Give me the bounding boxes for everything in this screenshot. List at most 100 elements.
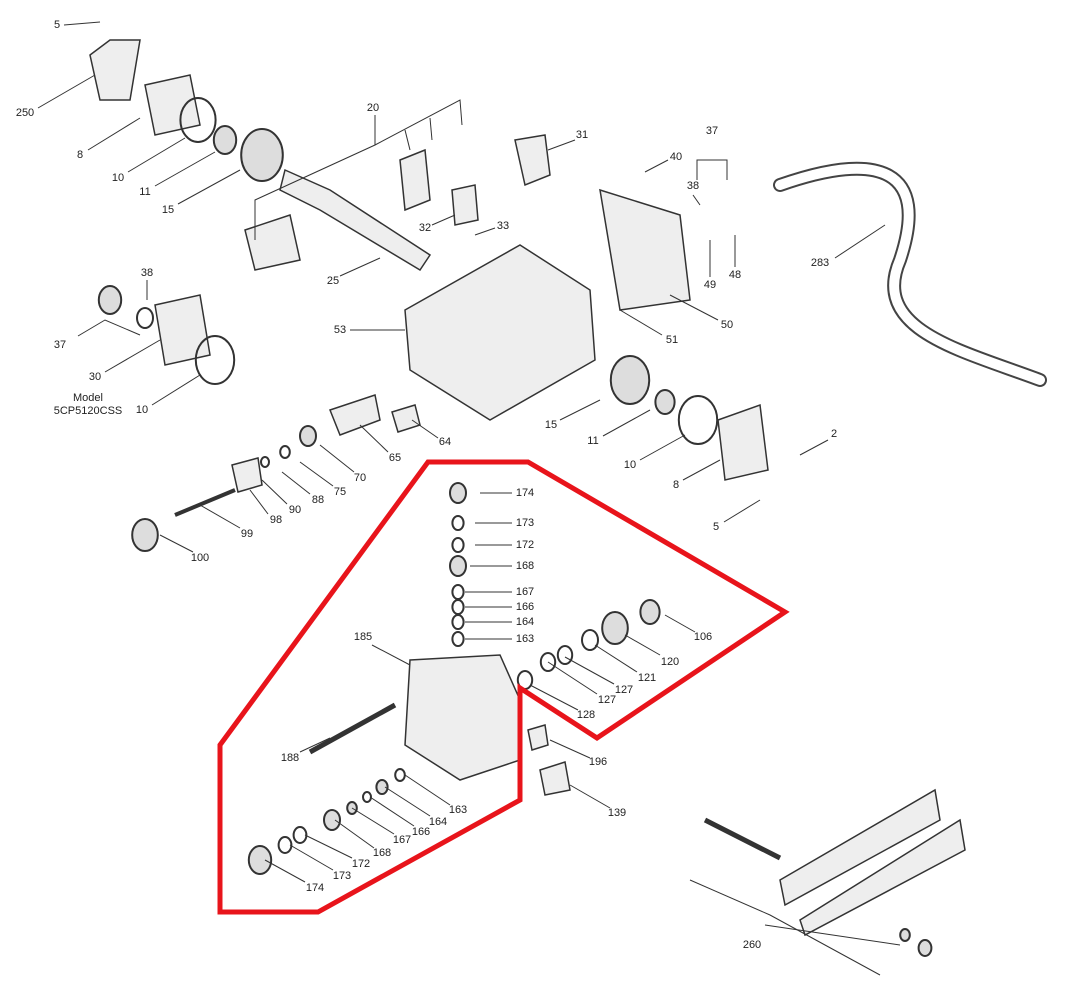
part-label-167: 167 — [515, 586, 535, 598]
leader-line — [304, 834, 353, 859]
leader-line — [594, 644, 638, 673]
plug-part — [539, 761, 571, 796]
part-label-64: 64 — [438, 436, 452, 448]
leader-line — [411, 419, 439, 439]
leader-line — [319, 444, 355, 473]
rear-cover-part — [599, 188, 691, 311]
bracket-20 — [429, 117, 433, 141]
bearing-flange-part — [144, 74, 201, 136]
part-label-250: 250 — [15, 107, 35, 119]
bracket-20 — [404, 129, 411, 151]
hose-inner — [775, 163, 1045, 385]
part-label-283: 283 — [810, 257, 830, 269]
leader-line — [669, 294, 719, 321]
leader-line — [834, 224, 886, 259]
bracket-20 — [374, 99, 463, 146]
part-label-5: 5 — [53, 19, 61, 31]
part-label-38: 38 — [686, 180, 700, 192]
part-label-40: 40 — [669, 151, 683, 163]
bearing-right-part — [609, 355, 651, 405]
leader-line — [339, 257, 381, 277]
part-label-50: 50 — [720, 319, 734, 331]
bracket-260 — [689, 879, 881, 976]
seal-right-part — [654, 389, 676, 415]
part-label-106: 106 — [693, 631, 713, 643]
seal-part — [299, 425, 317, 447]
seat-part — [601, 611, 629, 645]
o-ring-part — [394, 768, 406, 782]
valve-stack-part — [451, 537, 465, 553]
crankshaft-part — [279, 168, 432, 272]
side-flange-part — [154, 294, 211, 366]
connecting-rod-cap-part — [399, 148, 431, 212]
dipstick-part — [451, 184, 479, 226]
part-label-37: 37 — [53, 339, 67, 351]
leader-line — [334, 819, 375, 849]
leader-line — [177, 169, 241, 205]
part-label-100: 100 — [190, 552, 210, 564]
part-label-168: 168 — [515, 560, 535, 572]
leader-line — [682, 459, 721, 481]
leader-line — [199, 504, 241, 529]
part-label-139: 139 — [607, 807, 627, 819]
leader-line — [299, 461, 334, 487]
part-label-163: 163 — [515, 633, 535, 645]
model-label: Model — [73, 392, 103, 404]
part-label-38: 38 — [140, 267, 154, 279]
part-label-90: 90 — [288, 504, 302, 516]
bracket-37 — [696, 159, 728, 180]
oil-seal-part — [212, 125, 238, 155]
leader-line — [474, 227, 496, 236]
valve-stack-part — [449, 482, 467, 504]
leader-line — [384, 786, 431, 817]
oil-cap-part — [514, 134, 551, 187]
leader-line — [299, 737, 331, 753]
valve-stack-part — [451, 599, 465, 615]
leader-line — [404, 774, 451, 806]
part-label-196: 196 — [588, 756, 608, 768]
bracket-37-left — [77, 319, 141, 337]
part-label-168: 168 — [372, 847, 392, 859]
flange-right-part — [717, 403, 769, 481]
leader-line — [559, 399, 601, 421]
part-label-8: 8 — [672, 479, 680, 491]
leader-line — [87, 117, 141, 151]
part-label-88: 88 — [311, 494, 325, 506]
part-label-10: 10 — [111, 172, 125, 184]
leader-line — [547, 661, 598, 695]
part-label-260: 260 — [742, 939, 762, 951]
seat-part — [362, 791, 372, 803]
part-label-30: 30 — [88, 371, 102, 383]
leader-line — [249, 489, 269, 515]
leader-line — [264, 859, 306, 883]
part-label-15: 15 — [161, 204, 175, 216]
part-label-65: 65 — [388, 452, 402, 464]
bracket-260 — [764, 924, 901, 946]
part-label-164: 164 — [515, 616, 535, 628]
leader-line — [151, 374, 201, 406]
o-ring-part — [292, 826, 308, 844]
part-label-164: 164 — [428, 816, 448, 828]
leader-line — [371, 644, 411, 666]
part-label-75: 75 — [333, 486, 347, 498]
part-label-31: 31 — [575, 129, 589, 141]
part-label-174: 174 — [305, 882, 325, 894]
leader-line — [289, 844, 334, 871]
part-label-51: 51 — [665, 334, 679, 346]
bracket-20 — [254, 115, 376, 240]
o-ring-part — [375, 779, 389, 795]
leader-line — [602, 409, 651, 437]
part-label-48: 48 — [728, 269, 742, 281]
leader-line — [547, 139, 576, 151]
part-label-185: 185 — [353, 631, 373, 643]
leader-line — [359, 424, 389, 453]
leader-line — [692, 194, 701, 206]
side-o-ring-part — [194, 335, 236, 385]
highlight-outline — [217, 459, 790, 915]
part-label-10: 10 — [623, 459, 637, 471]
valve-stack-part — [451, 584, 465, 600]
plug-part — [639, 599, 661, 625]
o-ring-part — [179, 97, 217, 143]
washer-part — [260, 456, 270, 468]
